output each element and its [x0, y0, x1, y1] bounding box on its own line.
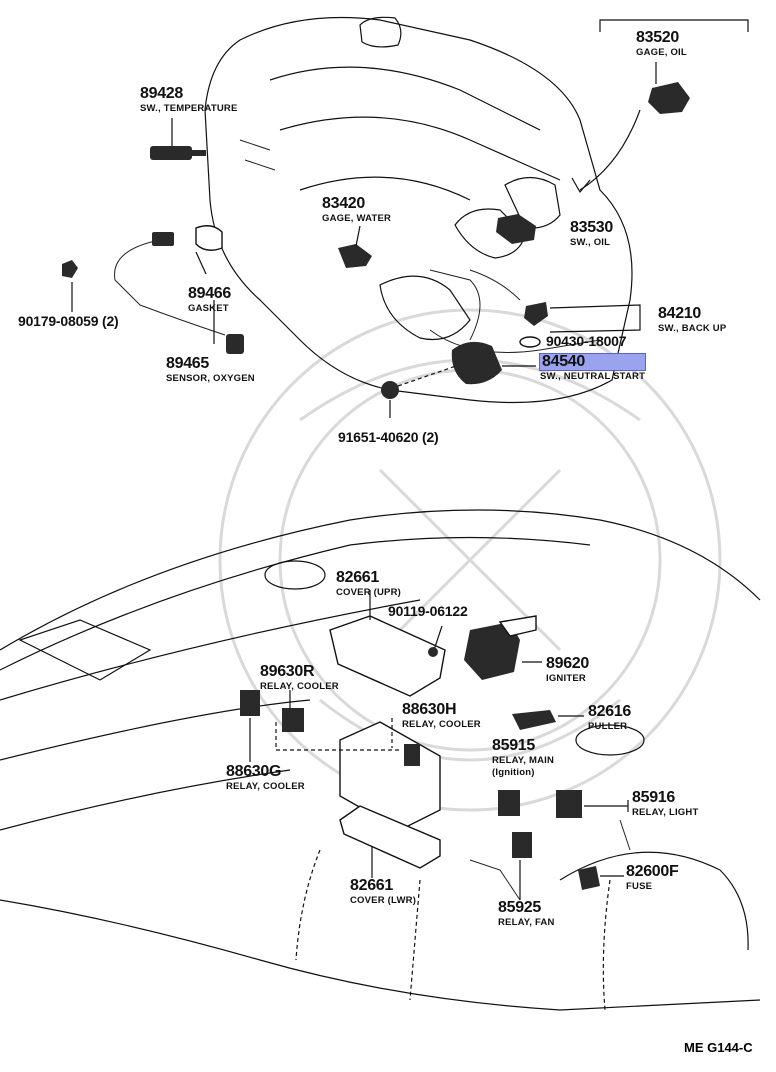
bolt-91651-part: [381, 365, 457, 418]
callout-89466[interactable]: 89466 GASKET: [188, 286, 231, 314]
gasket-90430-part: [519, 336, 541, 348]
part-number[interactable]: 85916: [632, 789, 675, 806]
part-number[interactable]: 88630G: [226, 763, 282, 780]
part-number[interactable]: 82661: [350, 877, 393, 894]
vehicle-body-outline: [0, 509, 761, 1011]
callout-88630h[interactable]: 88630H RELAY, COOLER: [402, 702, 481, 730]
part-number[interactable]: 82616: [588, 703, 631, 720]
part-description: SW., NEUTRAL START: [540, 371, 646, 382]
part-number[interactable]: 82661: [336, 569, 379, 586]
puller-part: [512, 710, 584, 730]
part-number[interactable]: 88630H: [402, 701, 457, 718]
part-description-note: (Ignition): [492, 766, 535, 778]
callout-82616[interactable]: 82616 PULLER: [588, 704, 631, 732]
callout-90119[interactable]: 90119-06122: [388, 604, 468, 618]
igniter-part: [464, 615, 542, 680]
part-description: GASKET: [188, 303, 229, 314]
callout-90179[interactable]: 90179-08059 (2): [18, 314, 119, 328]
part-description: RELAY, MAIN: [492, 755, 555, 766]
callout-88630g[interactable]: 88630G RELAY, COOLER: [226, 764, 305, 792]
callout-85915[interactable]: 85915 RELAY, MAIN (Ignition): [492, 738, 554, 777]
part-description: COVER (LWR): [350, 895, 417, 906]
diagram-code: ME G144-C: [684, 1040, 753, 1055]
callout-84210[interactable]: 84210 SW., BACK UP: [658, 306, 726, 334]
relay-fan-part: [512, 832, 532, 900]
part-description: SW., BACK UP: [658, 323, 727, 334]
callout-89630r[interactable]: 89630R RELAY, COOLER: [260, 664, 339, 692]
temperature-switch-part: [150, 118, 206, 160]
part-number[interactable]: 83420: [322, 195, 365, 212]
part-number[interactable]: 82600F: [626, 863, 679, 880]
part-number[interactable]: 85915: [492, 737, 535, 754]
pointer-arrow-head: [571, 177, 591, 194]
relay-main-part: [498, 790, 520, 816]
oil-gage-part: [648, 62, 690, 114]
callout-82661-upper[interactable]: 82661 COVER (UPR): [336, 570, 401, 598]
relay-box-part: [275, 718, 441, 831]
callout-82661-lower[interactable]: 82661 COVER (LWR): [350, 878, 416, 906]
part-number[interactable]: 89428: [140, 85, 183, 102]
nut-90179-part: [62, 260, 78, 312]
screw-90119-part: [428, 625, 443, 657]
watermark-emblem: [218, 308, 722, 812]
relay-light-part: [556, 790, 629, 818]
part-description: SW., TEMPERATURE: [140, 103, 238, 114]
part-number[interactable]: 90119-06122: [388, 603, 468, 619]
callout-89428[interactable]: 89428 SW., TEMPERATURE: [140, 86, 238, 114]
callout-82600f[interactable]: 82600F FUSE: [626, 863, 679, 892]
part-description: RELAY, LIGHT: [632, 807, 699, 818]
callout-89465[interactable]: 89465 SENSOR, OXYGEN: [166, 356, 255, 384]
callout-89620[interactable]: 89620 IGNITER: [546, 656, 589, 684]
callout-83530[interactable]: 83530 SW., OIL: [570, 220, 613, 248]
part-number[interactable]: 84210: [658, 305, 701, 322]
part-number[interactable]: 91651-40620 (2): [338, 429, 439, 445]
callout-85925[interactable]: 85925 RELAY, FAN: [498, 900, 555, 928]
callout-91651[interactable]: 91651-40620 (2): [338, 430, 439, 444]
part-number-highlighted[interactable]: 84540: [538, 353, 647, 371]
upper-cover-part: [329, 590, 446, 697]
part-description: RELAY, COOLER: [226, 781, 305, 792]
part-number[interactable]: 83530: [570, 219, 613, 236]
callout-85916[interactable]: 85916 RELAY, LIGHT: [632, 790, 698, 818]
part-description: RELAY, FAN: [498, 917, 555, 928]
part-description: RELAY, COOLER: [260, 681, 339, 692]
part-number[interactable]: 85925: [498, 899, 541, 916]
part-description: PULLER: [588, 721, 628, 732]
part-number[interactable]: 90430-18007: [546, 333, 627, 349]
part-number[interactable]: 89465: [166, 355, 209, 372]
part-description: FUSE: [626, 881, 653, 892]
part-description: IGNITER: [546, 673, 586, 684]
oil-switch-part: [496, 214, 536, 244]
part-description: SW., OIL: [570, 237, 611, 248]
neutral-start-switch-part: [429, 269, 536, 385]
back-up-switch-part: [469, 269, 641, 333]
water-gage-part: [338, 225, 372, 268]
part-description: GAGE, WATER: [322, 213, 392, 224]
part-description: RELAY, COOLER: [402, 719, 481, 730]
part-description: SENSOR, OXYGEN: [166, 373, 255, 384]
bracket-83520: [599, 19, 749, 32]
fuse-part: [578, 866, 624, 890]
part-number[interactable]: 89630R: [260, 663, 315, 680]
part-number[interactable]: 83520: [636, 29, 679, 46]
relay-cooler-r-part: [240, 690, 304, 732]
part-description: GAGE, OIL: [636, 47, 687, 58]
part-description: COVER (UPR): [336, 587, 402, 598]
callout-83520[interactable]: 83520 GAGE, OIL: [636, 30, 687, 58]
callout-83420[interactable]: 83420 GAGE, WATER: [322, 196, 391, 224]
part-number[interactable]: 90179-08059 (2): [18, 313, 119, 329]
oxygen-sensor-part: [114, 225, 244, 354]
lower-cover-part: [339, 805, 441, 878]
callout-90430[interactable]: 90430-18007: [546, 333, 627, 349]
part-number[interactable]: 89620: [546, 655, 589, 672]
pointer-arrow: [579, 109, 641, 191]
callout-84540[interactable]: 84540 SW., NEUTRAL START: [538, 353, 647, 382]
engine-outline: [204, 16, 633, 404]
part-number[interactable]: 89466: [188, 285, 231, 302]
